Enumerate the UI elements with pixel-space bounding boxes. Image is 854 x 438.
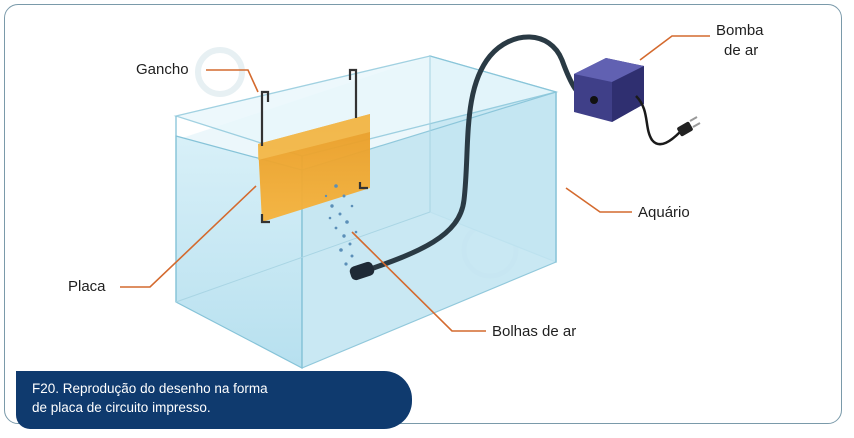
label-bomba-line1: Bomba: [716, 22, 764, 39]
air-stone: [349, 261, 375, 281]
label-bomba-line2: de ar: [724, 42, 759, 60]
label-placa: Placa: [68, 278, 106, 295]
circuit-plate: [258, 114, 370, 222]
air-bubbles: [324, 184, 358, 266]
label-aquario: Aquário: [638, 204, 690, 221]
label-gancho: Gancho: [136, 61, 189, 78]
label-bolhas-de-ar: Bolhas de ar: [492, 323, 577, 340]
caption-line1: F20. Reprodução do desenho na forma: [32, 381, 268, 396]
label-bomba-de-ar: Bomba de ar: [716, 22, 764, 60]
air-hose: [359, 34, 597, 275]
caption-line2: de placa de circuito impresso.: [32, 400, 211, 415]
aquarium-tank: [173, 55, 559, 369]
hook-icon: [260, 68, 368, 224]
air-pump-icon: [574, 58, 701, 146]
figure-caption: F20. Reprodução do desenho na forma de p…: [16, 371, 412, 429]
leader-lines: [120, 35, 710, 332]
